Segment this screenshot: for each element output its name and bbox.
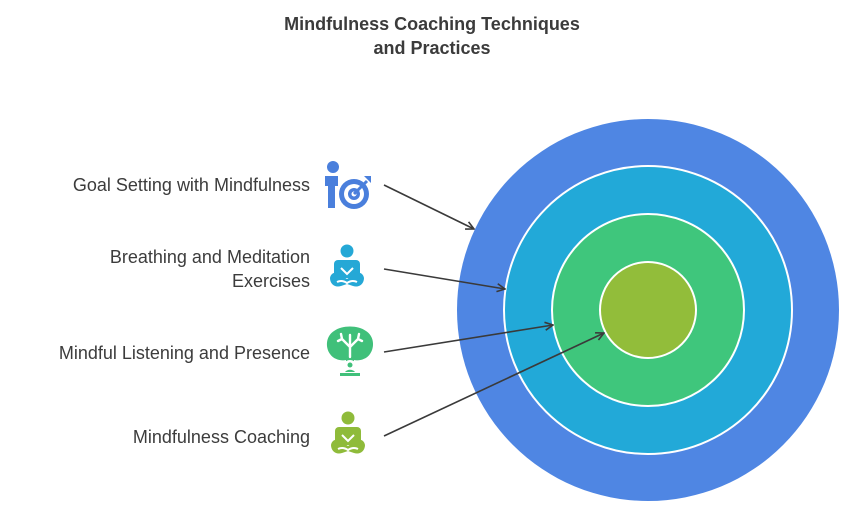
arrow-coaching — [383, 333, 604, 437]
person-target-icon — [325, 161, 371, 209]
title-line-1: Mindfulness Coaching Techniques — [284, 14, 580, 34]
label-breathing-line-2: Exercises — [231, 271, 310, 291]
title-line-2: and Practices — [373, 38, 491, 58]
meditation-person-icon — [331, 411, 365, 454]
label-mindfulness-coaching: Mindfulness Coaching — [133, 425, 310, 449]
diagram-title: Mindfulness Coaching Techniques and Prac… — [232, 12, 632, 60]
label-goal-setting: Goal Setting with Mindfulness — [73, 173, 310, 197]
arrow-goal-setting — [383, 184, 474, 229]
label-goal-setting-line-1: Goal Setting with Mindfulness — [72, 175, 310, 195]
arrow-listening — [383, 325, 553, 353]
label-breathing-meditation: Breathing and Meditation Exercises — [110, 245, 310, 293]
ring-core — [599, 261, 697, 359]
mind-tree-icon — [326, 326, 374, 376]
label-coaching-line-1: Mindfulness Coaching — [132, 427, 310, 447]
label-mindful-listening: Mindful Listening and Presence — [59, 341, 310, 365]
meditation-icon — [330, 244, 364, 287]
arrow-breathing — [383, 268, 505, 289]
label-breathing-line-1: Breathing and Meditation — [109, 247, 310, 267]
label-listening-line-1: Mindful Listening and Presence — [58, 343, 310, 363]
